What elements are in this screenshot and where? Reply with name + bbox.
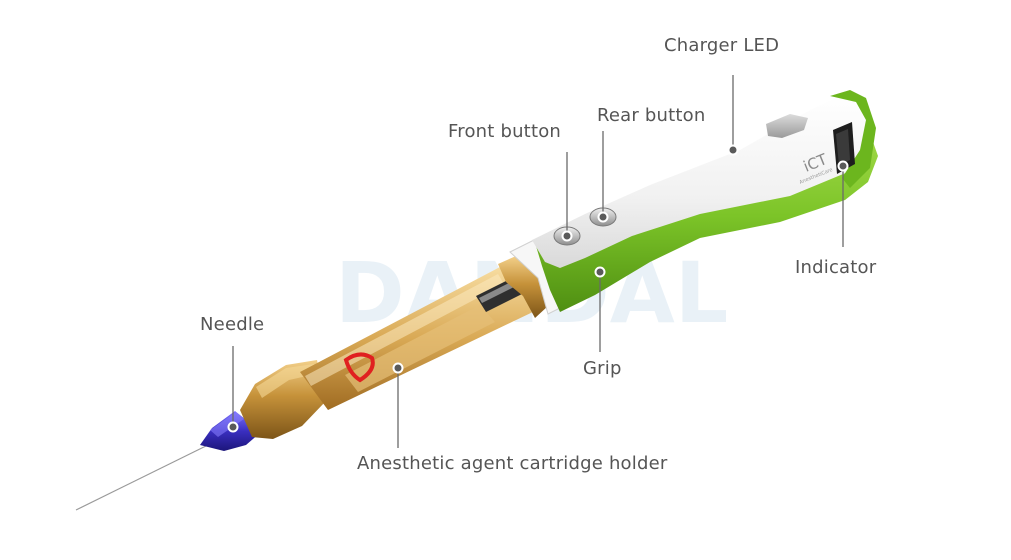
label-rear-button: Rear button	[597, 105, 706, 126]
dot-rear-button	[597, 211, 609, 223]
cartridge-holder-tube	[300, 267, 535, 410]
body-white-shell	[532, 94, 870, 268]
label-grip: Grip	[583, 358, 622, 379]
dot-front-button	[561, 230, 573, 242]
leader-dots	[227, 144, 849, 433]
dot-needle	[227, 421, 239, 433]
indicator-window	[833, 122, 855, 174]
charger-led	[766, 114, 808, 138]
label-charger-led: Charger LED	[664, 35, 780, 56]
dot-grip	[594, 266, 606, 278]
leader-lines	[232, 75, 844, 448]
dot-cartridge-holder	[392, 362, 404, 374]
label-indicator: Indicator	[795, 257, 877, 278]
dot-charger-led	[727, 144, 739, 156]
rear-green-rim	[830, 90, 876, 188]
label-needle: Needle	[200, 314, 265, 335]
needle	[75, 442, 213, 511]
label-front-button: Front button	[448, 121, 562, 142]
label-cartridge-holder: Anesthetic agent cartridge holder	[357, 453, 668, 474]
cartridge-red-band	[343, 352, 375, 383]
dot-indicator	[837, 160, 849, 172]
